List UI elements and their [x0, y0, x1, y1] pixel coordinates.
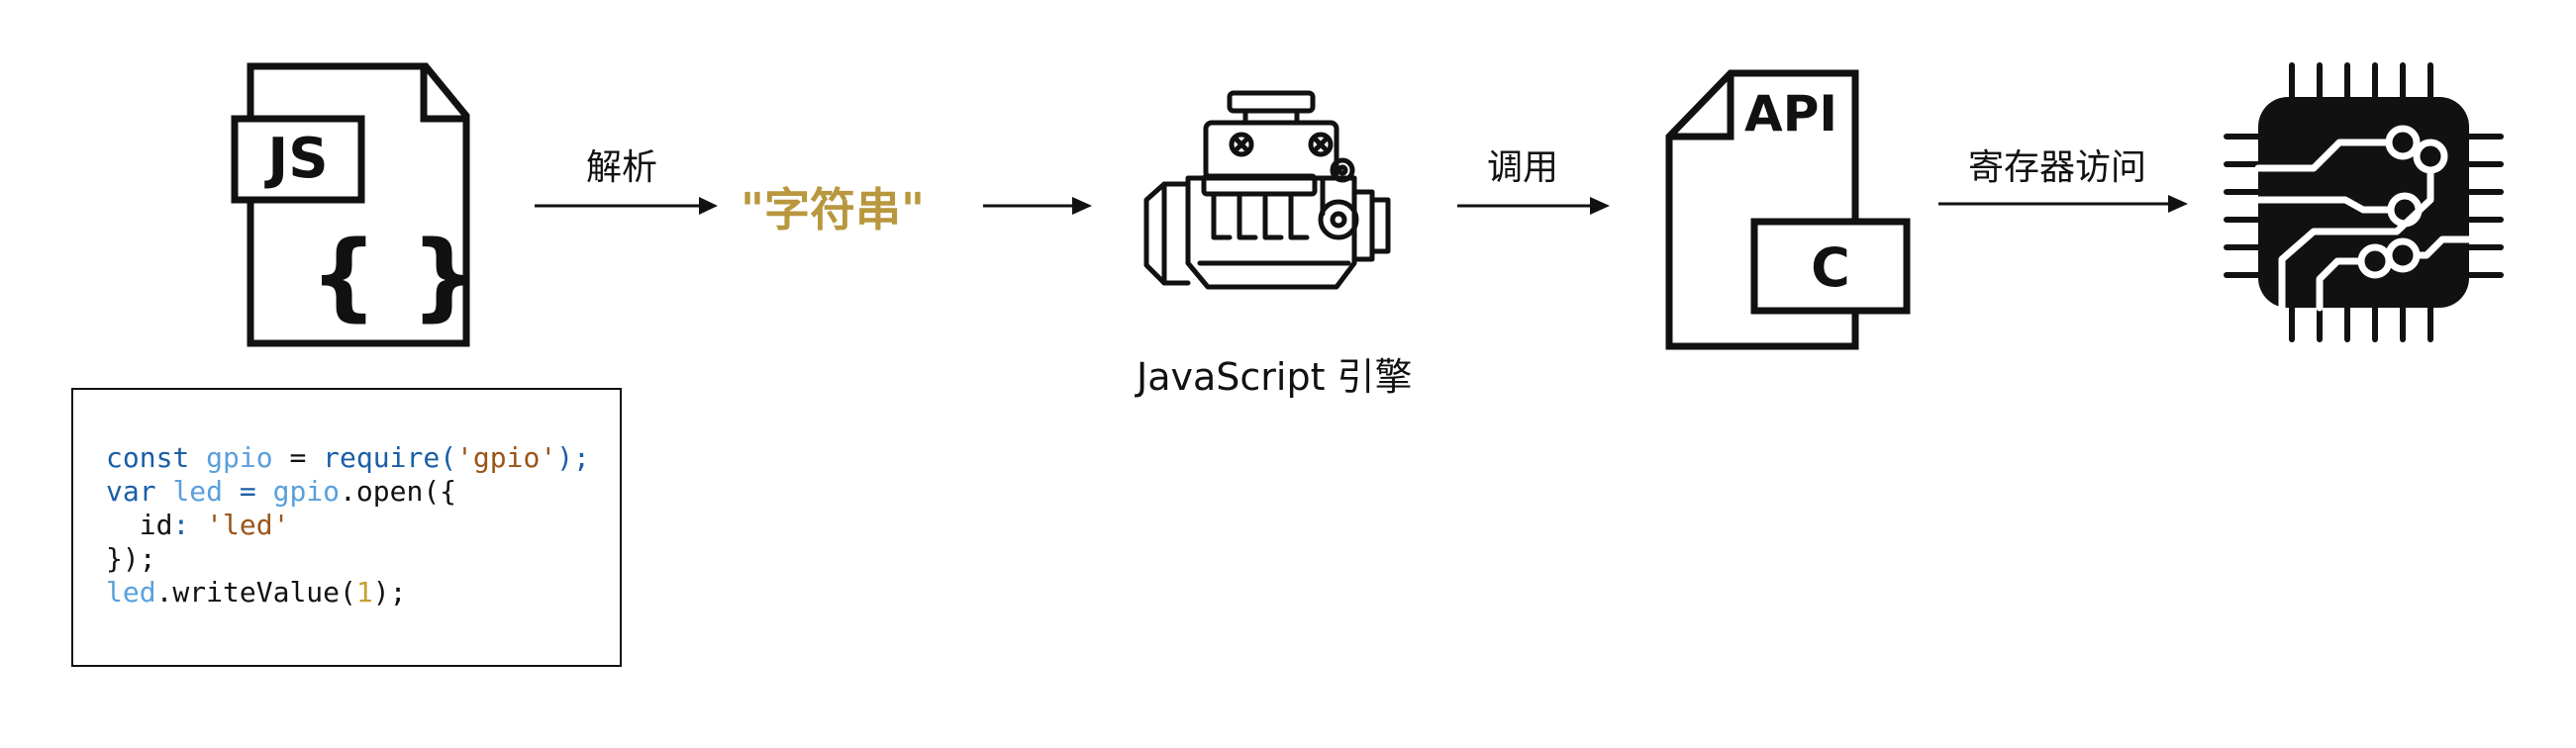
code-line: led.writeValue(1); — [106, 576, 590, 609]
code-snippet: const gpio = require('gpio');var led = g… — [106, 441, 590, 609]
arrow-call — [1457, 197, 1610, 215]
parse-label: 解析 — [586, 147, 658, 188]
engine-caption: JavaScript 引擎 — [1137, 355, 1413, 399]
code-line: id: 'led' — [106, 509, 590, 542]
code-line: }); — [106, 542, 590, 576]
register-access-label: 寄存器访问 — [1968, 147, 2147, 188]
code-token: id — [106, 509, 173, 541]
code-token: = — [223, 475, 273, 508]
arrow-to-engine — [983, 197, 1092, 215]
engine-icon — [1143, 90, 1391, 290]
code-token: const — [106, 441, 207, 474]
api-document-icon: API C — [1665, 69, 1911, 350]
code-token: var — [106, 475, 173, 508]
braces-glyph: { } — [310, 221, 478, 331]
code-token: 1 — [355, 576, 373, 608]
code-token: ( — [440, 441, 457, 474]
code-snippet-box: const gpio = require('gpio');var led = g… — [71, 388, 622, 667]
code-token: .writeValue( — [155, 576, 356, 608]
code-token: = — [272, 441, 324, 474]
code-token: ); — [372, 576, 407, 608]
string-label: "字符串" — [741, 183, 925, 236]
code-token: 'led' — [206, 509, 290, 541]
code-token: 'gpio' — [456, 441, 557, 474]
chip-icon — [2224, 62, 2504, 342]
api-title-text: API — [1744, 85, 1837, 142]
js-file-icon: JS { } — [231, 62, 478, 347]
code-token: : — [172, 509, 207, 541]
code-token: gpio — [206, 441, 273, 474]
code-token: led — [172, 475, 224, 508]
code-token: require — [323, 441, 441, 474]
call-label: 调用 — [1487, 147, 1559, 188]
code-token: led — [106, 576, 156, 608]
js-badge-text: JS — [263, 127, 328, 191]
arrow-register-access — [1938, 195, 2188, 213]
code-token: }); — [106, 542, 156, 575]
code-line: const gpio = require('gpio'); — [106, 441, 590, 475]
code-line: var led = gpio.open({ — [106, 475, 590, 509]
api-c-badge-text: C — [1811, 236, 1850, 299]
code-token: gpio — [272, 475, 341, 508]
code-token: .open({ — [340, 475, 457, 508]
arrow-parse — [535, 197, 718, 215]
code-token: ); — [556, 441, 590, 474]
